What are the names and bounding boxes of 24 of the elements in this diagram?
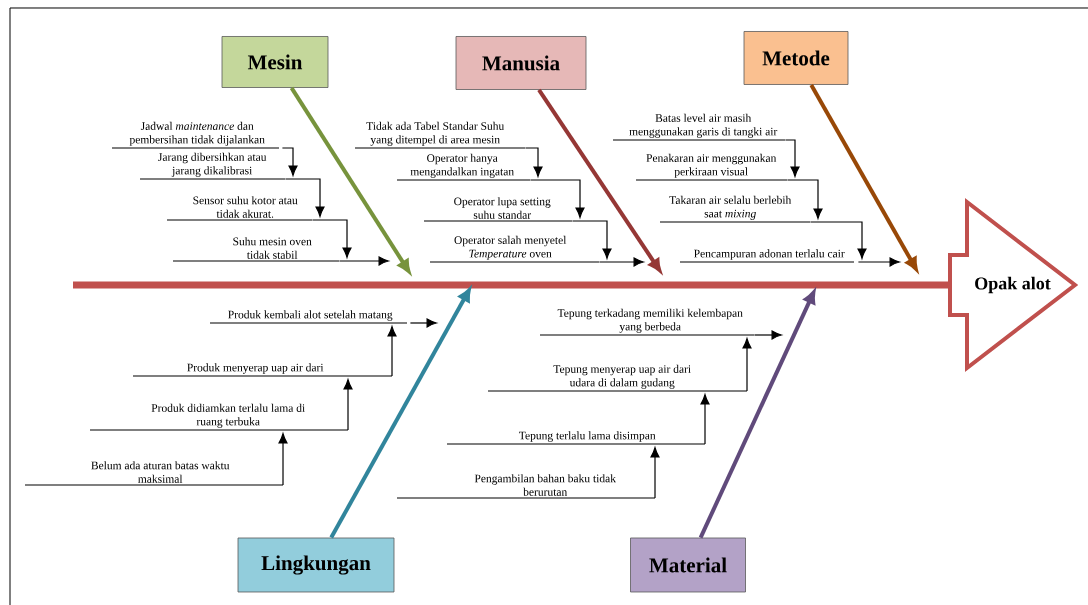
cause-text: Jarang dibersihkan atau jarang dikalibrasi [139,152,286,180]
category-box: Manusia [455,36,587,90]
cause-text: Penakaran air menggunakan perkiraan visual [635,153,788,181]
cause-text: Produk menyerap uap air dari [132,363,393,377]
cause-arrow [650,447,660,499]
cause-text: Tepung menyerap uap air dari udara di dalam gudang [487,364,748,392]
cause-text: Produk didiamkan terlalu lama di ruang terbuka [89,403,349,431]
cause-arrow [278,433,288,486]
cause-text: Takaran air selalu berlebih saat mixing [659,195,811,223]
cause-text: Tepung terkadang memiliki kelembapan yang berbeda [539,308,755,336]
cause-text: Operator lupa setting suhu standar [423,197,573,222]
cause-text: Tepung terlalu lama disimpan [446,431,706,445]
cause-arrow [784,139,800,177]
category-box: Mesin [221,36,329,88]
cause-text: Operator hanya mengandalkan ingatan [396,153,531,181]
category-box: Metode [743,31,849,85]
cause-text: Sensor suhu kotor atau tidak akurat. [166,196,313,221]
cause-text: Pengambilan bahan baku tidak berurutan [396,474,656,499]
cause-text: Batas level air masih menggunakan garis di tangki air [612,113,786,141]
category-box: Lingkungan [237,537,395,593]
cause-text: Pencampuran adonan terlalu cair [679,249,855,263]
cause-text: Belum ada aturan batas waktu maksimal [24,461,284,486]
category-box: Material [630,537,746,593]
cause-text: Jadwal maintenance dan pembersihan tidak dijalankan [111,121,280,149]
